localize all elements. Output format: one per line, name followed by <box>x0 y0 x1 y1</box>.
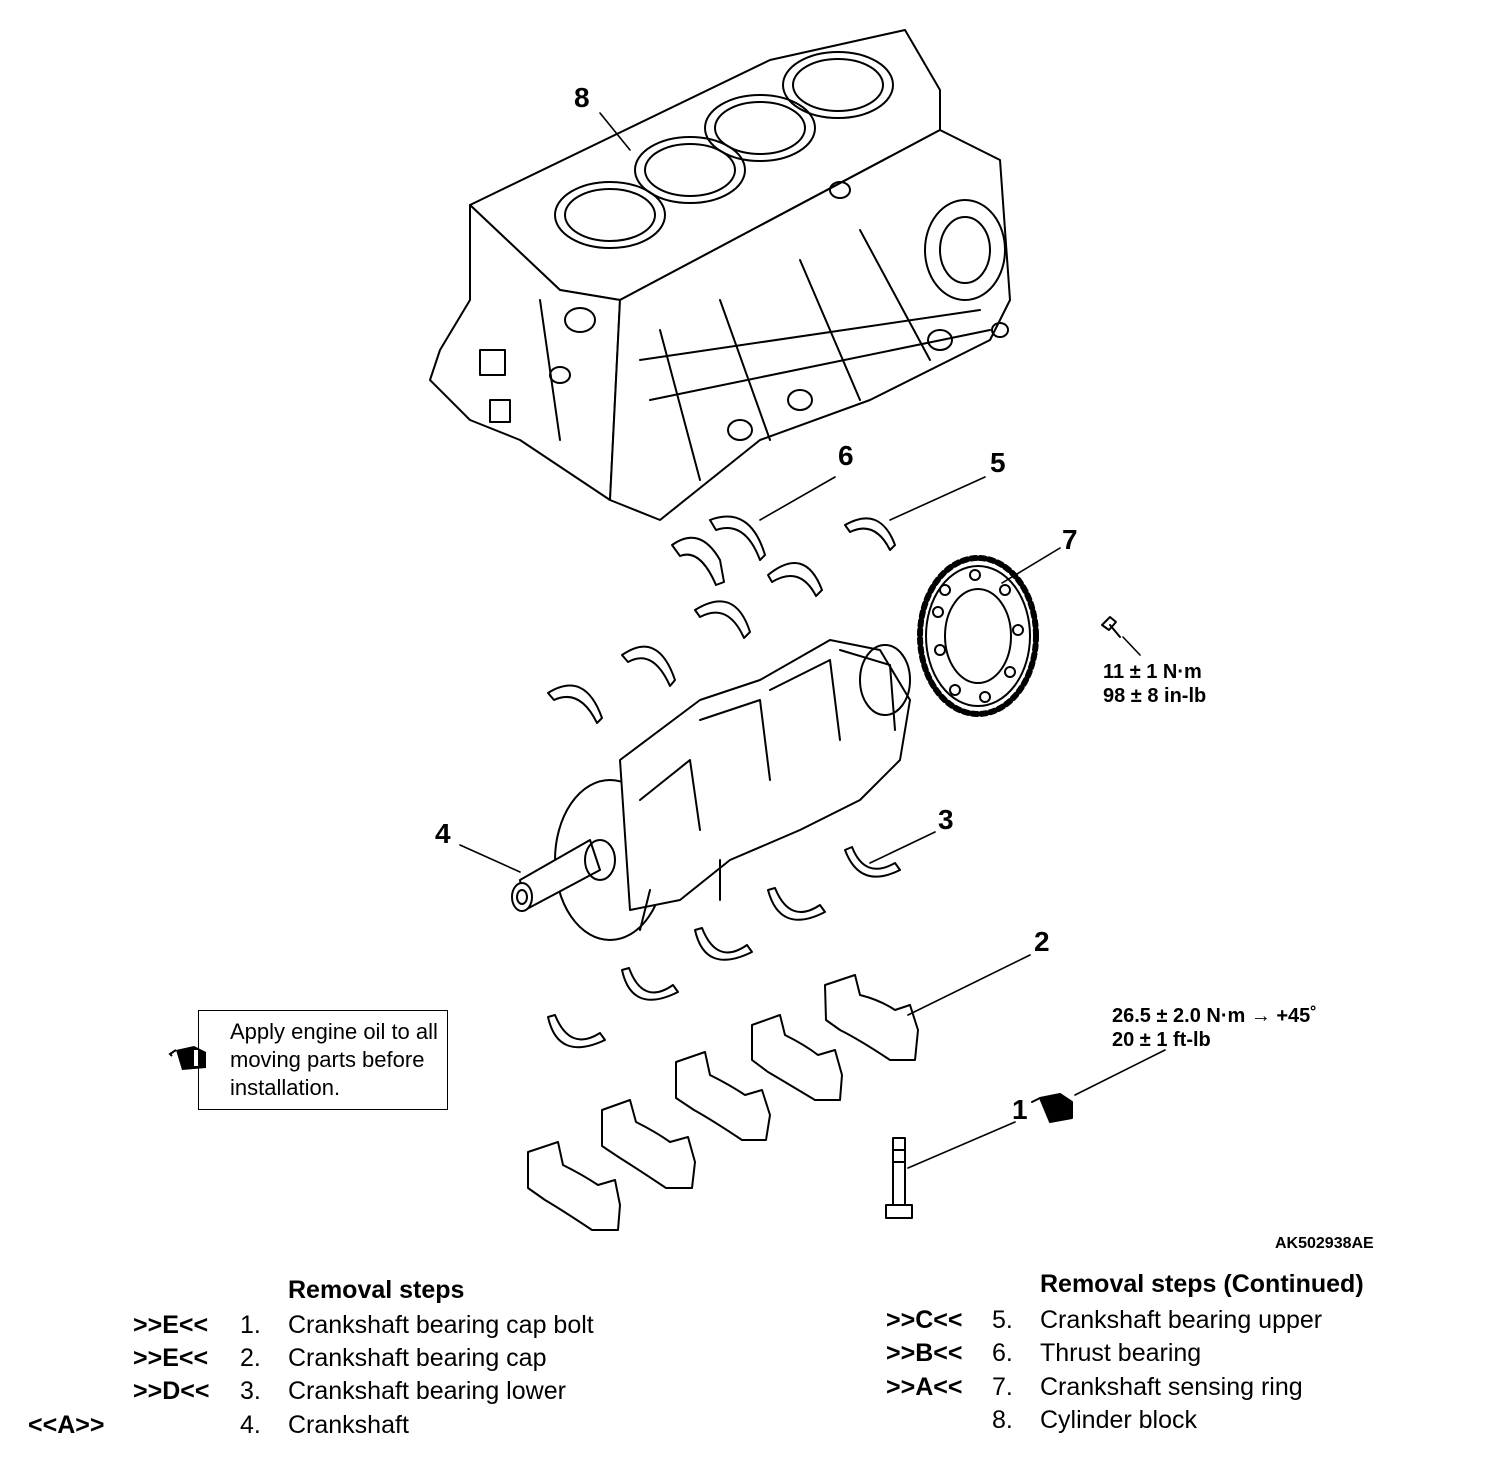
callout-5: 5 <box>990 447 1006 478</box>
crankshaft-bearing-caps <box>527 974 919 1231</box>
step-code: >>A<< <box>886 1373 963 1401</box>
crankshaft-bearings-upper <box>547 515 896 724</box>
step-name: Crankshaft sensing ring <box>1040 1373 1303 1401</box>
step-name: Crankshaft bearing cap bolt <box>288 1311 594 1339</box>
crankshaft-sensing-ring <box>917 555 1121 717</box>
crankshaft-bearings-lower <box>547 846 901 1049</box>
step-name: Cylinder block <box>1040 1406 1198 1434</box>
torque-spec-sensing-ring: 11 ± 1 N·m 98 ± 8 in-lb <box>1103 660 1206 708</box>
step-name: Crankshaft bearing lower <box>288 1377 566 1405</box>
step-number: 8. <box>992 1406 1013 1434</box>
removal-steps-title: Removal steps <box>288 1276 465 1304</box>
step-number: 7. <box>992 1373 1013 1401</box>
oil-can-icon <box>168 1046 206 1070</box>
oil-can-icon-bolt <box>1031 1093 1073 1123</box>
step-number: 3. <box>240 1377 261 1405</box>
step-code: >>B<< <box>886 1339 963 1367</box>
step-code: >>E<< <box>133 1344 209 1372</box>
torque-nm-angle: 26.5 ± 2.0 N·m → +45˚ <box>1112 1005 1317 1027</box>
torque-spec-cap-bolt: 26.5 ± 2.0 N·m → +45˚ 20 ± 1 ft-lb <box>1112 1004 1317 1052</box>
cylinder-block <box>429 29 1011 521</box>
step-number: 5. <box>992 1306 1013 1334</box>
crankshaft <box>511 639 911 941</box>
torque-nm: 11 ± 1 N·m <box>1103 661 1202 683</box>
step-name: Crankshaft bearing cap <box>288 1344 547 1372</box>
leader-lines <box>459 112 1166 1169</box>
callout-1: 1 <box>1012 1094 1028 1125</box>
step-number: 2. <box>240 1344 261 1372</box>
removal-steps-continued-title: Removal steps (Continued) <box>1040 1270 1364 1298</box>
callout-3: 3 <box>938 804 954 835</box>
torque-ftlb: 20 ± 1 ft-lb <box>1112 1029 1211 1051</box>
step-code: <<A>> <box>28 1411 105 1439</box>
step-code: >>E<< <box>133 1311 209 1339</box>
note-text: Apply engine oil to all moving parts bef… <box>230 1019 438 1100</box>
figure-id: AK502938AE <box>1275 1235 1374 1252</box>
callout-2: 2 <box>1034 926 1050 957</box>
step-number: 4. <box>240 1411 261 1439</box>
step-code: >>C<< <box>886 1306 963 1334</box>
step-name: Crankshaft <box>288 1411 409 1439</box>
step-number: 6. <box>992 1339 1013 1367</box>
callout-6: 6 <box>838 440 854 471</box>
step-number: 1. <box>240 1311 261 1339</box>
step-name: Crankshaft bearing upper <box>1040 1306 1323 1334</box>
callout-7: 7 <box>1062 524 1078 555</box>
step-code: >>D<< <box>133 1377 210 1405</box>
cap-bolt <box>885 1137 913 1219</box>
step-name: Thrust bearing <box>1040 1339 1202 1367</box>
torque-inlb: 98 ± 8 in-lb <box>1103 685 1207 707</box>
callout-4: 4 <box>435 818 451 849</box>
callout-8: 8 <box>574 82 590 113</box>
